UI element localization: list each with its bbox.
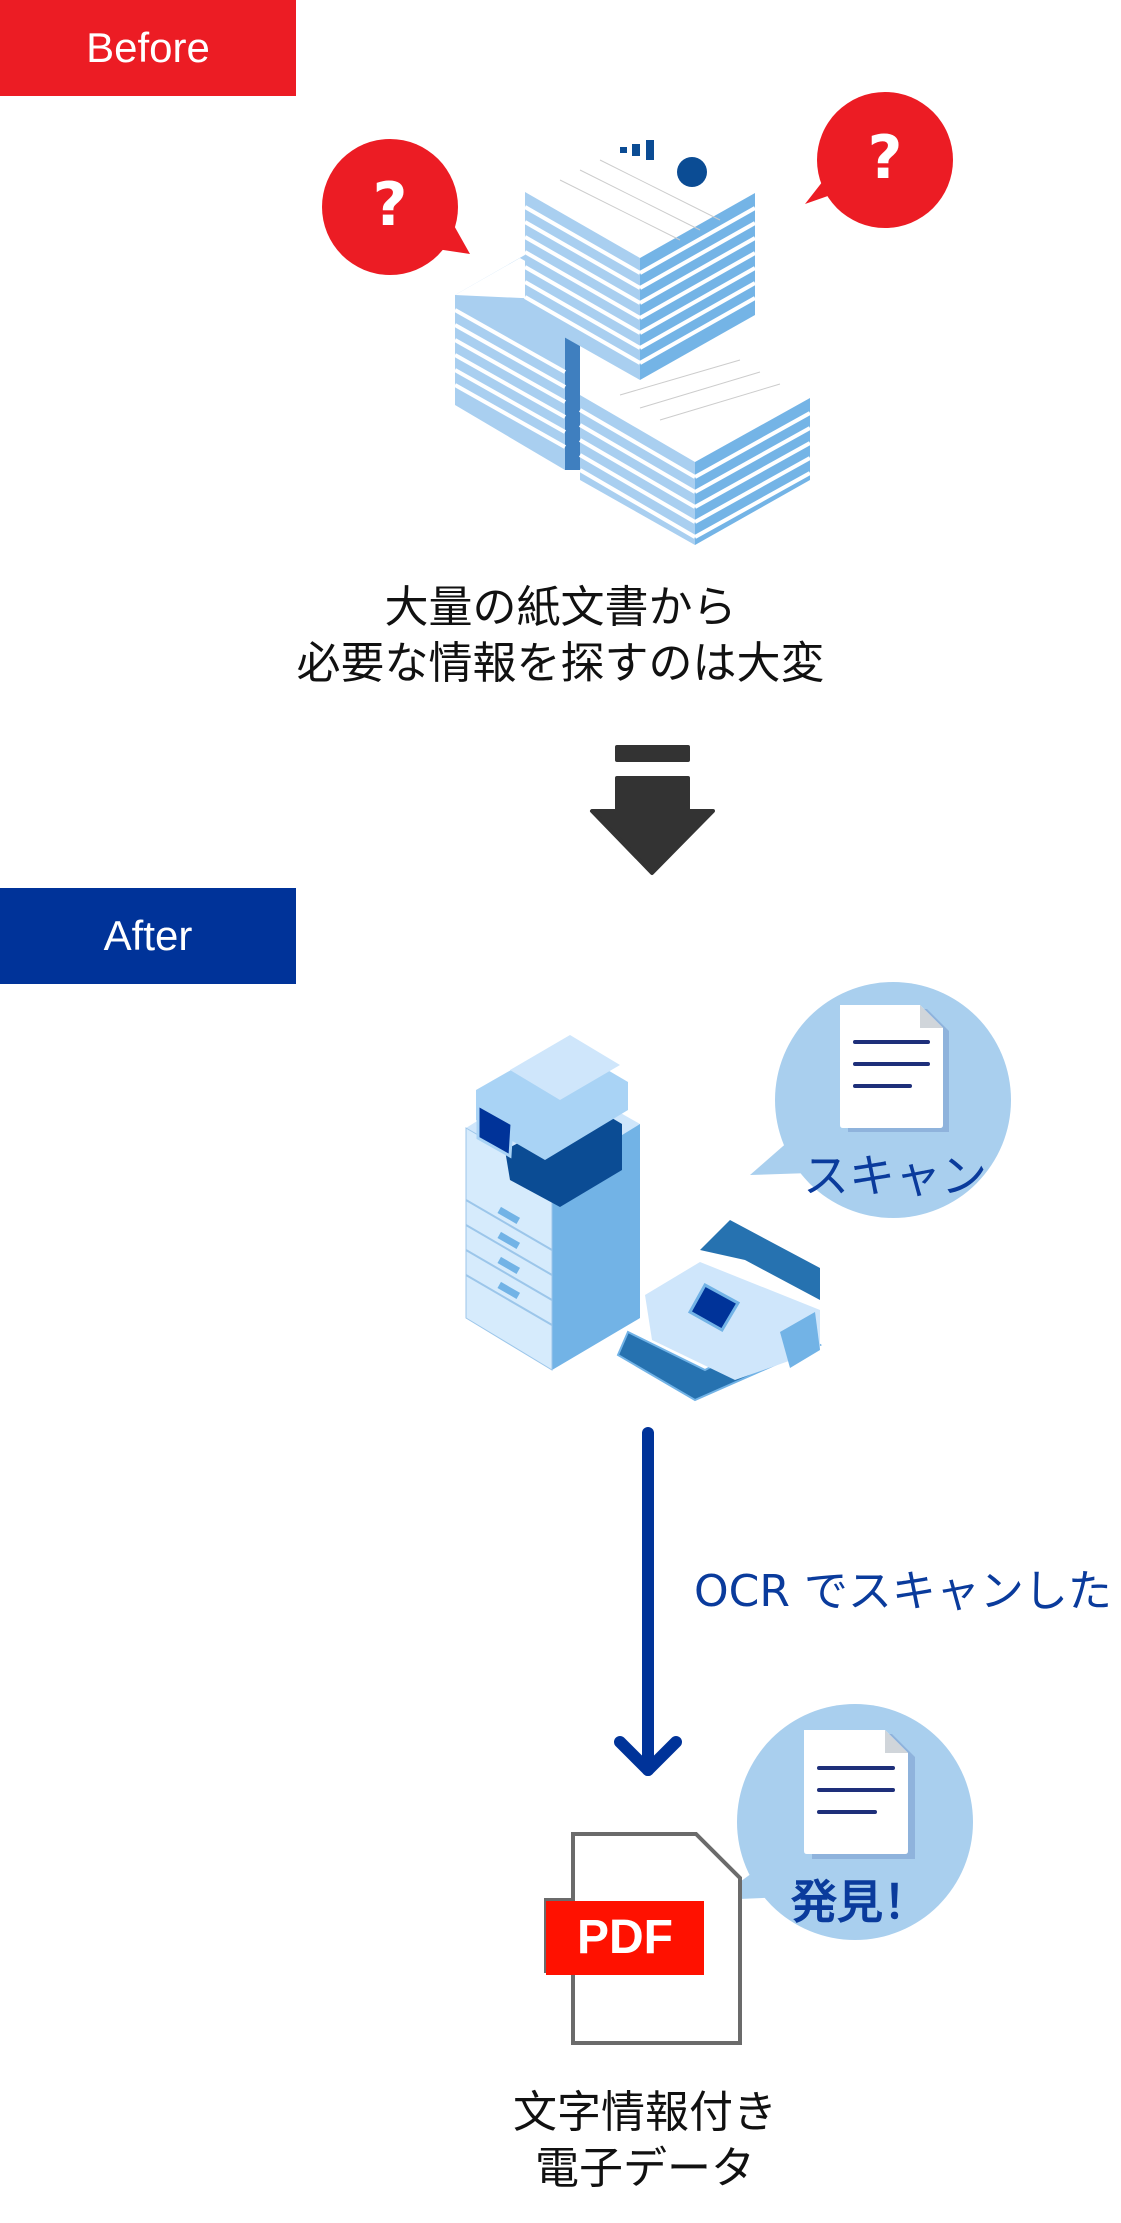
after-banner: After [0, 888, 296, 984]
after-caption: 文字情報付き 電子データ [0, 2085, 1121, 2197]
pdf-file-icon [544, 1832, 742, 2045]
paper-stacks-illustration [454, 128, 811, 545]
question-mark-right: ? [867, 123, 903, 193]
question-bubble-left [322, 139, 470, 275]
ocr-label: OCR でスキャンした [694, 1566, 1112, 1617]
scan-bubble-label: スキャン [803, 1149, 987, 1203]
found-bubble-label: 発見！ [791, 1875, 929, 1929]
document-icon [840, 1005, 949, 1132]
question-mark-left: ? [372, 170, 408, 240]
document-icon [804, 1730, 915, 1859]
before-caption-line1: 大量の紙文書から [384, 582, 737, 633]
before-banner: Before [0, 0, 296, 96]
pdf-badge-label: PDF [577, 1911, 673, 1964]
after-label: After [103, 912, 193, 959]
ocr-flow-arrow-icon [614, 1427, 682, 1776]
after-caption-line2: 電子データ [535, 2143, 755, 2194]
before-label: Before [86, 24, 210, 71]
down-arrow-icon [590, 745, 715, 875]
multifunction-printer-illustration [465, 1035, 640, 1371]
paper-stack-top [524, 128, 756, 380]
before-caption-line2: 必要な情報を探すのは大変 [296, 638, 825, 689]
found-speech-bubble [715, 1704, 973, 1940]
scan-speech-bubble [750, 982, 1011, 1218]
document-scanner-illustration [616, 1220, 823, 1402]
question-bubble-right [805, 92, 953, 228]
after-caption-line1: 文字情報付き [513, 2087, 777, 2138]
before-caption: 大量の紙文書から 必要な情報を探すのは大変 [0, 580, 1121, 692]
